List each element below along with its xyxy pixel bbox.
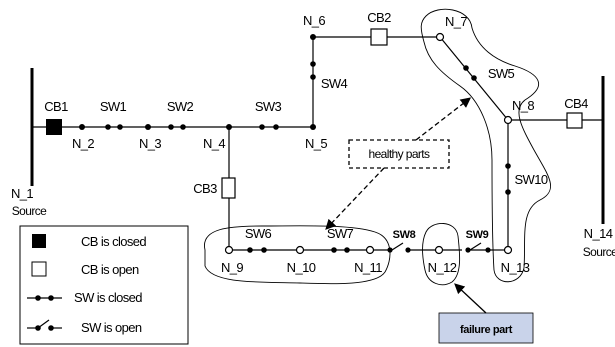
node-n4-dot [226,124,232,130]
node-n14-source-label: Source [583,245,615,259]
sw8-open-blade [391,242,404,251]
cb2-label: CB2 [367,10,391,25]
healthy-region-outline-left [204,225,391,285]
sw2-closed-icon [168,124,186,130]
failure-part-label: failure part [460,324,513,336]
sw9-open-icon [465,247,491,253]
node-n14-label: N_14 [584,226,613,241]
legend-cb-open-label: CB is open [81,262,139,277]
cb3-label: CB3 [193,181,217,196]
node-n11-label: N_11 [354,260,382,275]
node-n6-dot [310,34,316,40]
node-n4-label: N_4 [203,136,225,151]
cb2-open-icon [370,28,388,46]
healthy-region-outline-right [420,8,551,283]
node-n3-dot [145,124,151,130]
node-n5-label: N_5 [305,136,327,151]
failure-arrow [454,283,487,314]
node-n13-dot [503,245,513,255]
sw1-closed-icon [105,124,123,130]
healthy-parts-label: healthy parts [369,147,431,161]
node-n7-label: N_7 [445,14,467,29]
node-n9-dot [224,245,234,255]
sw5-label: SW5 [488,66,515,81]
cb1-label: CB1 [44,99,68,114]
node-n10-dot [295,245,305,255]
legend-sw-open-icon [27,319,62,331]
legend-sw-closed-icon [27,295,62,301]
sw3-label: SW3 [255,99,282,114]
cb3-open-icon [221,177,236,199]
sw7-closed-icon [331,247,350,253]
cb1-closed-icon [46,119,62,135]
sw6-closed-icon [247,247,267,253]
sw1-label: SW1 [100,99,127,114]
legend-box [19,225,189,345]
sw4-label: SW4 [321,76,348,91]
legend-cb-open-icon [31,261,47,277]
sw10-label: SW10 [514,172,547,187]
node-n11-dot [365,245,375,255]
healthy-arrow-up [415,97,472,141]
node-n3-label: N_3 [139,136,161,151]
sw4-closed-icon [310,61,316,80]
node-n1-source-label: Source [12,204,47,218]
sw7-label: SW7 [327,226,354,241]
failure-part-box [438,312,534,344]
node-n1-label: N_1 [11,186,33,201]
sw9-label: SW9 [466,229,489,241]
legend-sw-closed-label: SW is closed [74,290,142,305]
sw8-open-icon [387,247,411,253]
sw6-label: SW6 [245,226,272,241]
node-n10-label: N_10 [287,260,316,275]
node-n7-dot [435,32,445,42]
node-n12-label: N_12 [428,260,457,275]
sw9-open-blade [469,242,482,251]
cb4-label: CB4 [564,96,588,111]
sw2-label: SW2 [167,99,194,114]
legend-sw-open-label: SW is open [81,320,142,335]
node-n2-label: N_2 [72,136,94,151]
node-n8-label: N_8 [512,98,534,113]
sw5-closed-icon [463,65,477,81]
healthy-parts-box [348,139,450,169]
node-n8-dot [503,115,513,125]
sw8-label: SW8 [393,229,416,241]
node-n5-dot [310,124,316,130]
node-n12-dot [434,245,444,255]
node-n9-label: N_9 [221,260,243,275]
legend-cb-closed-label: CB is closed [81,234,146,249]
legend-cb-closed-icon [32,234,46,248]
node-n13-label: N_13 [501,260,530,275]
failure-region-outline [422,223,461,286]
sw10-closed-icon [505,163,511,195]
legend: CB is closed CB is open SW is closed SW … [19,225,189,345]
cb4-open-icon [566,112,583,129]
healthy-arrow-down [325,167,385,230]
node-n6-label: N_6 [303,13,325,28]
sw3-closed-icon [259,124,279,130]
node-n2-dot [79,124,85,130]
